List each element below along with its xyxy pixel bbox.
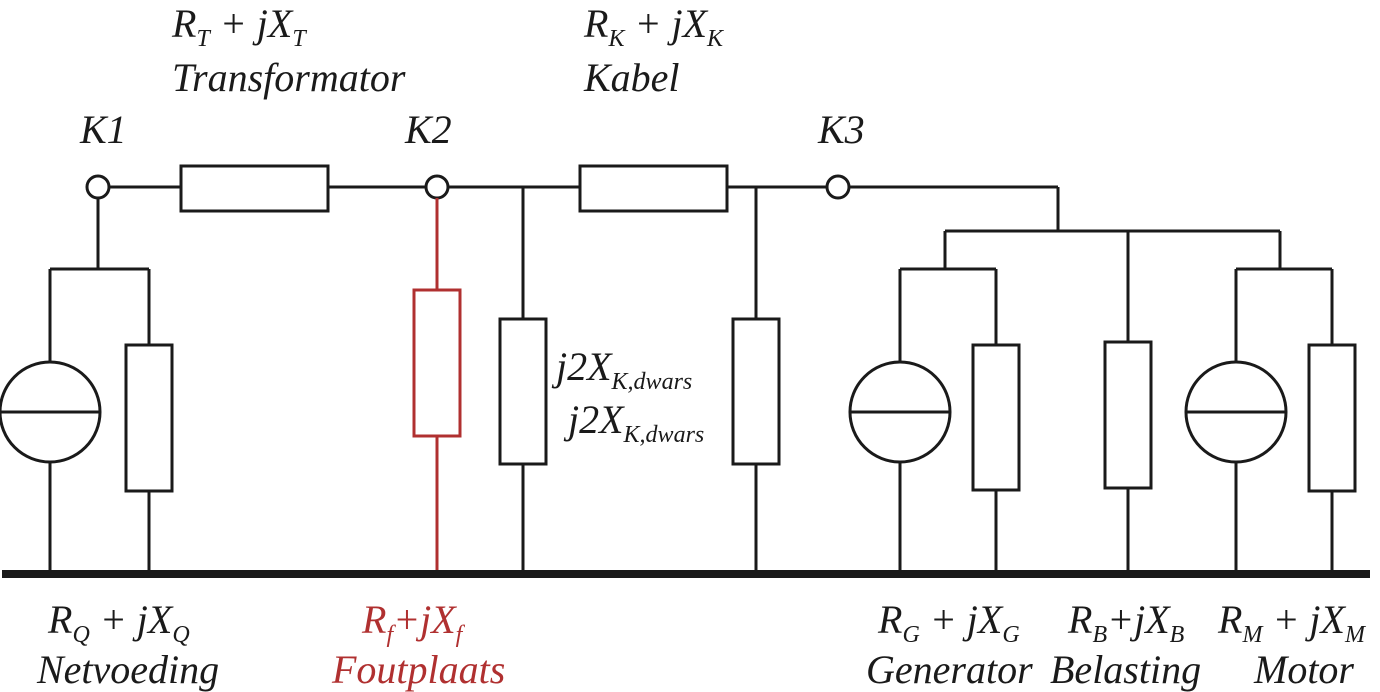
foutplaats-name: Foutplaats: [332, 647, 506, 692]
motor-formula: RM + jXM: [1218, 597, 1365, 649]
node-label-k2: K2: [405, 107, 452, 152]
shunt1-label: j2XK,dwars: [556, 344, 693, 396]
foutplaats-formula: Rf+jXf: [362, 597, 463, 649]
fault-impedance: [412, 288, 462, 438]
generator-formula: RG + jXG: [878, 597, 1020, 649]
generator-impedance: [971, 343, 1021, 492]
shunt2-impedance: [731, 317, 781, 466]
cable-formula: RK + jXK: [584, 1, 724, 53]
netvoeding-formula: RQ + jXQ: [48, 597, 190, 649]
node-k2: [424, 174, 450, 200]
transformer-name: Transformator: [172, 55, 406, 100]
node-label-k3: K3: [818, 107, 865, 152]
belasting-impedance: [1103, 340, 1153, 490]
netvoeding-impedance: [124, 343, 174, 493]
node-label-k1: K1: [80, 107, 127, 152]
belasting-formula: RB+jXB: [1068, 597, 1185, 649]
cable-impedance: [578, 164, 729, 213]
node-k1: [85, 174, 111, 200]
ground-bus: [2, 570, 1370, 578]
shunt2-label: j2XK,dwars: [568, 397, 705, 449]
netvoeding-name: Netvoeding: [37, 647, 220, 692]
generator-name: Generator: [866, 647, 1033, 692]
cable-name: Kabel: [584, 55, 680, 100]
motor-name: Motor: [1254, 647, 1354, 692]
node-k3: [825, 174, 851, 200]
transformer-impedance: [179, 164, 330, 213]
transformer-formula: RT + jXT: [172, 1, 306, 53]
motor-impedance: [1307, 343, 1357, 493]
shunt1-impedance: [498, 317, 548, 466]
belasting-name: Belasting: [1050, 647, 1202, 692]
